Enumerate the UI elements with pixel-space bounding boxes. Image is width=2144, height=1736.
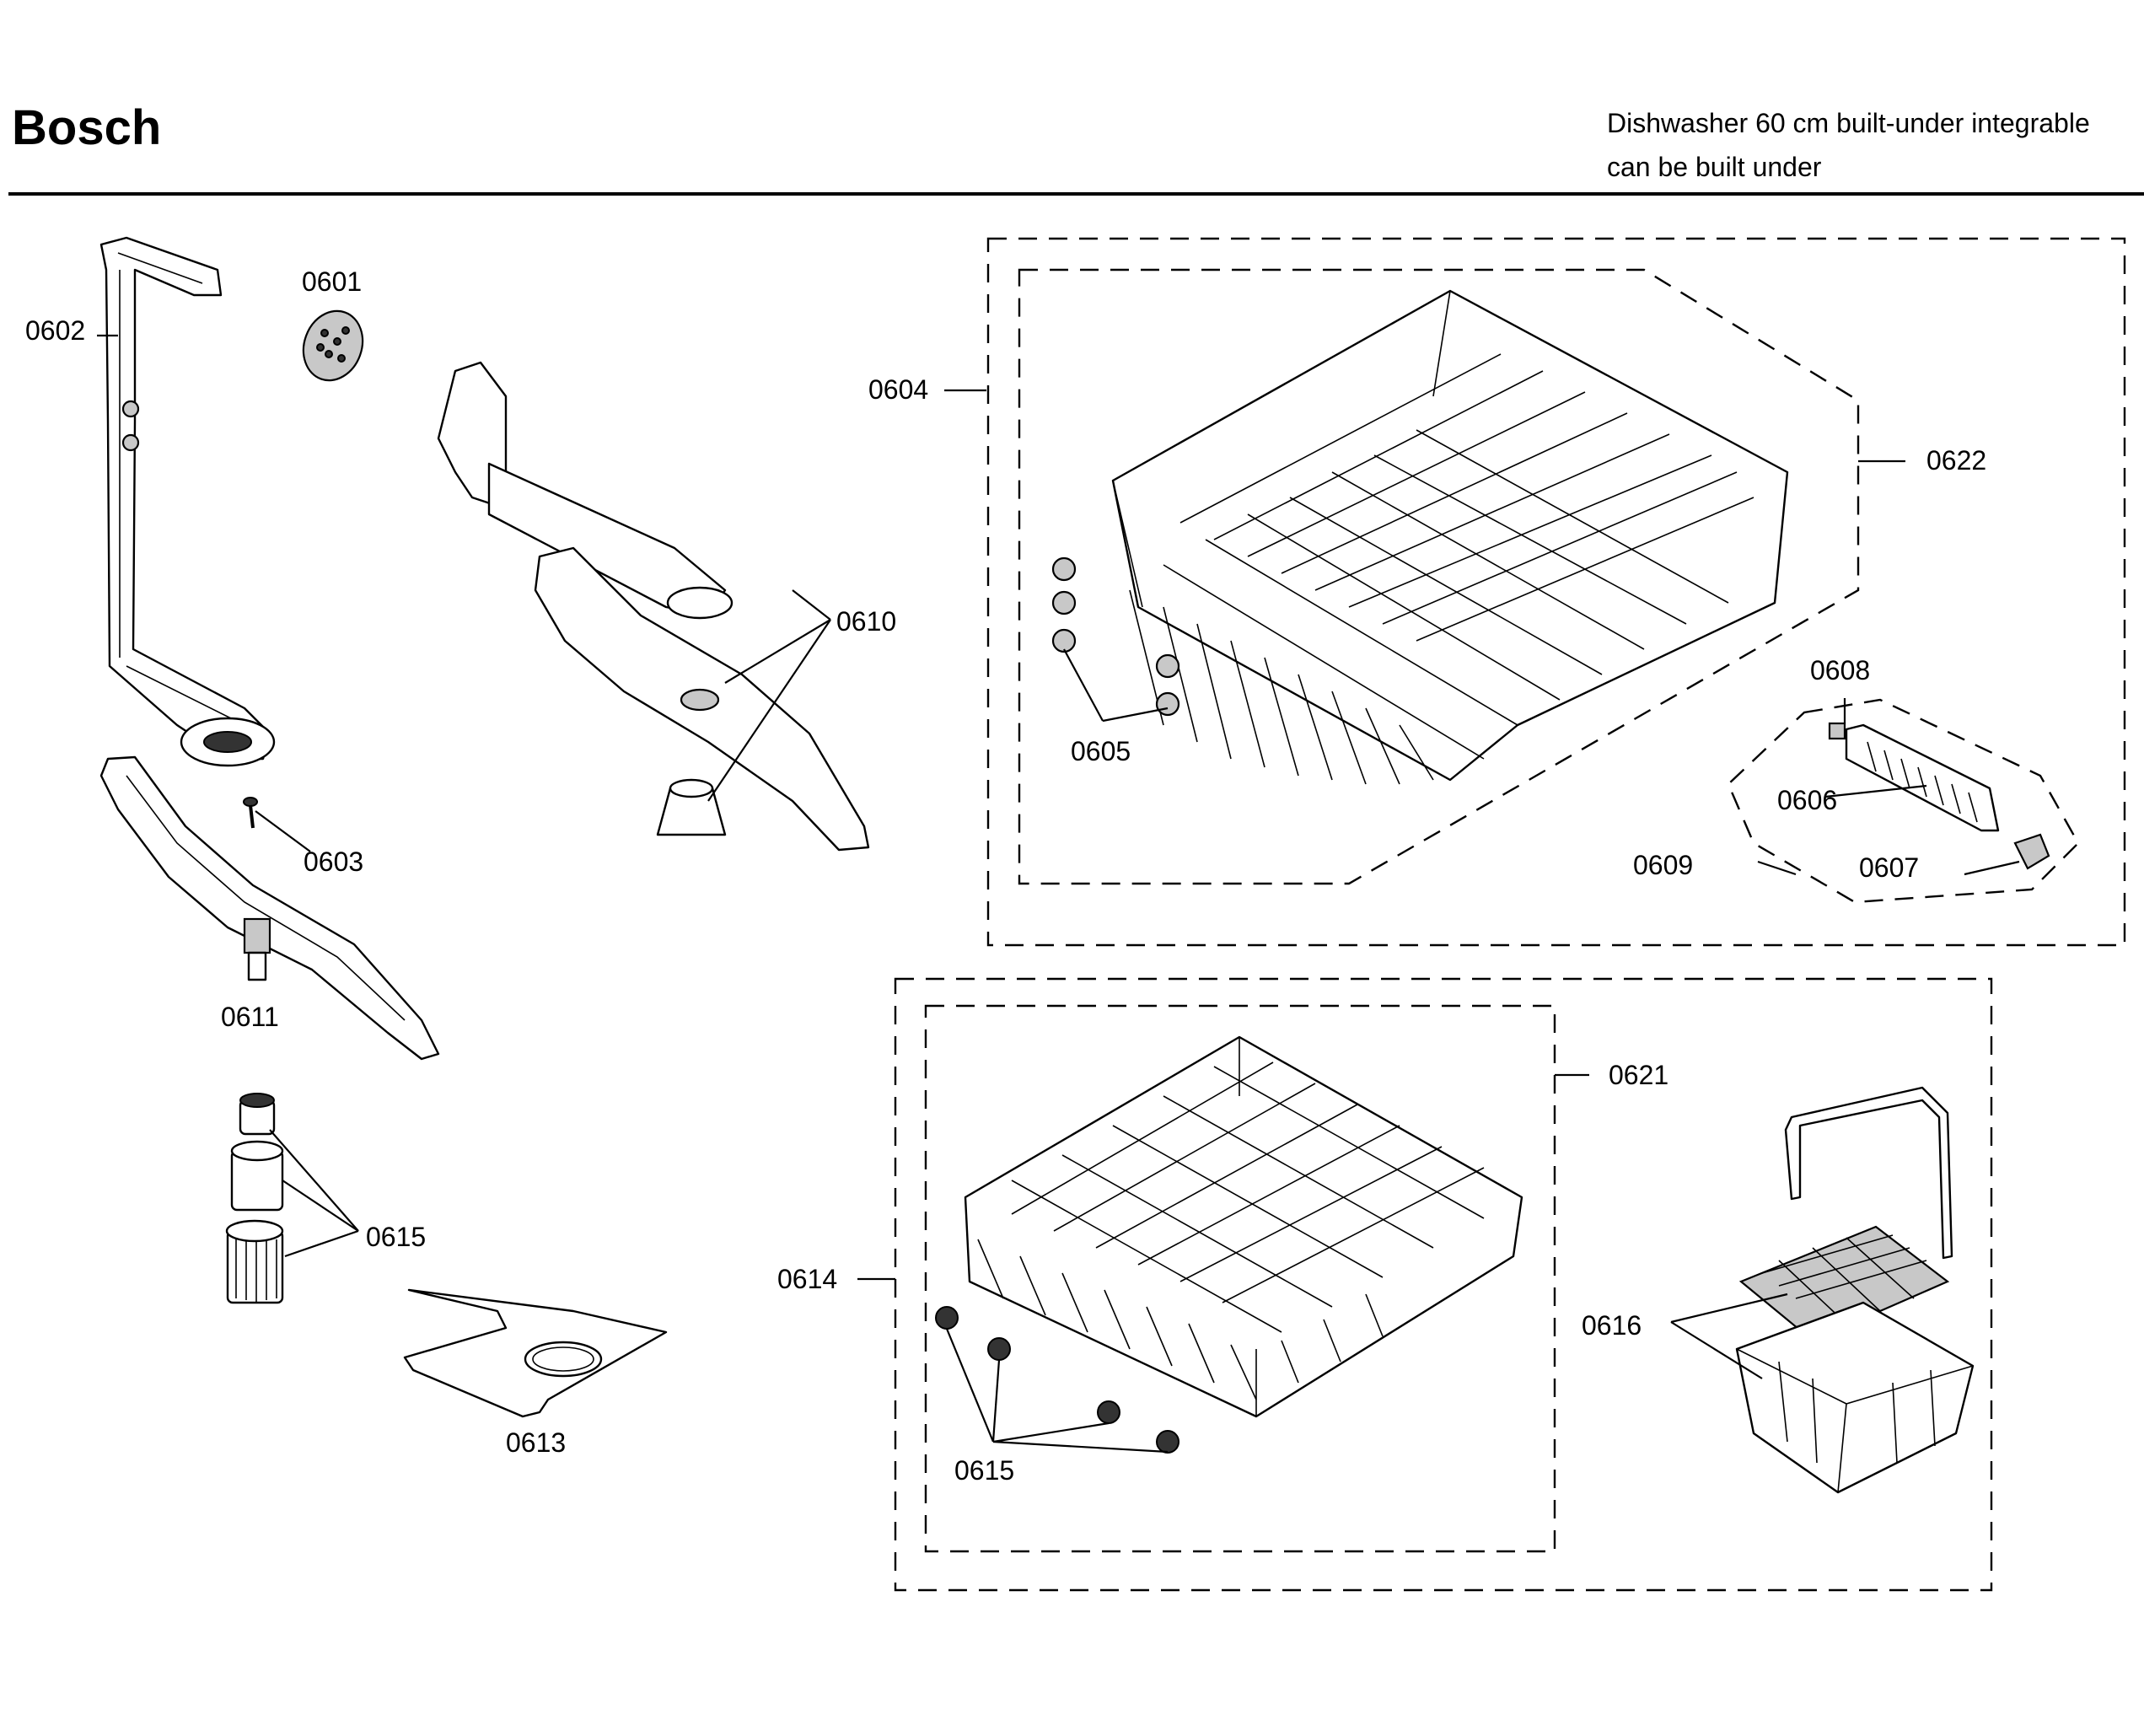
label-0608: 0608 xyxy=(1810,655,1870,685)
label-0611: 0611 xyxy=(221,1002,279,1032)
label-0601: 0601 xyxy=(302,266,362,297)
brand-title: Bosch xyxy=(12,100,162,155)
label-0613: 0613 xyxy=(506,1427,566,1458)
cover-plate-part xyxy=(403,1288,668,1418)
upper-basket-outline xyxy=(1018,268,1860,885)
spray-nozzle-disc-part xyxy=(302,309,364,382)
label-0604: 0604 xyxy=(868,374,928,405)
model-description-line1: Dishwasher 60 cm built-under integrable xyxy=(1607,108,2090,138)
label-0606: 0606 xyxy=(1777,785,1837,815)
model-description-line2: can be built under xyxy=(1607,152,1822,182)
label-0603: 0603 xyxy=(304,847,363,877)
lower-spray-arm-part xyxy=(99,755,440,1061)
label-0609: 0609 xyxy=(1633,850,1693,880)
rail-group-outline xyxy=(1727,698,2080,904)
label-0610: 0610 xyxy=(836,606,896,637)
cutlery-basket-part xyxy=(1735,1086,1975,1494)
label-0615-rollers: 0615 xyxy=(954,1455,1014,1486)
lower-basket-group-outline xyxy=(894,977,1993,1592)
label-0615-filters: 0615 xyxy=(366,1222,426,1252)
upper-spray-pipe-part xyxy=(99,236,276,767)
middle-spray-arm-part xyxy=(437,361,870,852)
label-0602: 0602 xyxy=(25,315,85,346)
upper-basket-group-outline xyxy=(986,237,2126,947)
label-0614: 0614 xyxy=(777,1264,837,1294)
label-0622: 0622 xyxy=(1926,445,1986,476)
lower-basket-part xyxy=(964,1035,1523,1418)
leader-lines xyxy=(97,334,2020,1454)
model-description: Dishwasher 60 cm built-under integrable … xyxy=(1607,101,2090,189)
label-0605: 0605 xyxy=(1071,736,1131,766)
screw-part xyxy=(243,797,258,829)
filter-set-part xyxy=(225,1093,284,1304)
rail-part xyxy=(1828,722,2050,870)
upper-basket-part xyxy=(1111,289,1789,785)
lower-basket-outline xyxy=(924,1004,1556,1553)
header-divider xyxy=(8,192,2144,196)
label-0607: 0607 xyxy=(1859,852,1919,883)
label-0616: 0616 xyxy=(1582,1310,1642,1341)
upper-basket-rollers xyxy=(1051,556,1180,717)
label-0621: 0621 xyxy=(1609,1060,1668,1090)
